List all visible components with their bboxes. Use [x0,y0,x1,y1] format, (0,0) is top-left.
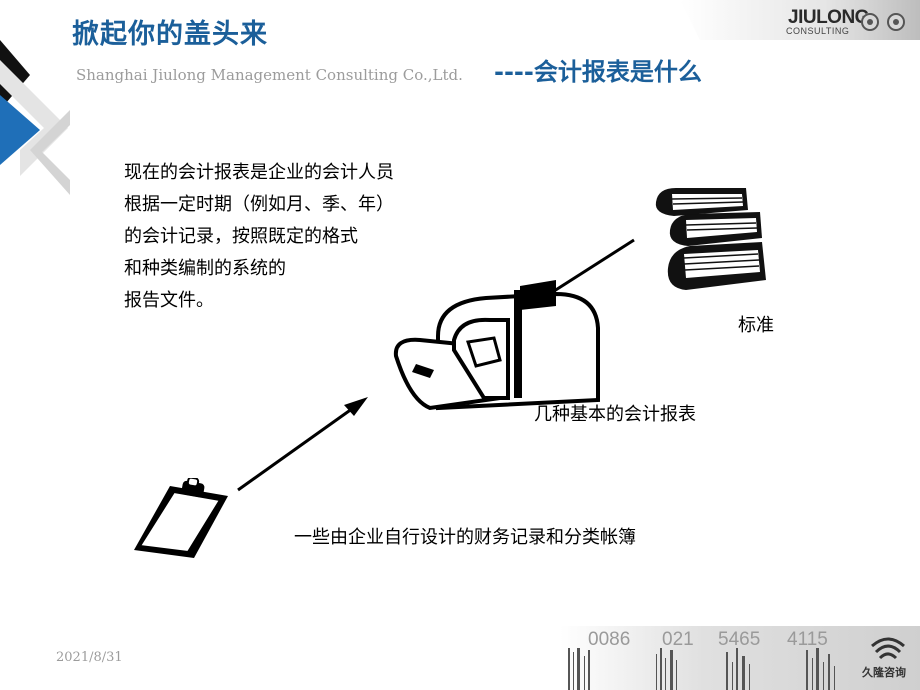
description-line: 报告文件。 [124,290,214,311]
description-text: 现在的会计报表是企业的会计人员 根据一定时期（例如月、季、年） 的会计记录，按照… [124,157,484,317]
label-reports: 几种基本的会计报表 [534,404,696,425]
clipboard-icon [134,478,228,558]
phone-part: 5465 [718,629,761,650]
label-standard: 标准 [738,315,774,336]
label-records: 一些由企业自行设计的财务记录和分类帐簿 [294,527,636,548]
footer-logo-icon [871,637,905,660]
company-name: Shanghai Jiulong Management Consulting C… [76,66,463,84]
phone-part: 0086 [588,629,631,650]
phone-part: 021 [662,629,694,650]
barcode-icon [568,648,835,690]
description-line: 根据一定时期（例如月、季、年） [124,194,394,215]
arrow-icon [237,404,357,492]
logo-name: JIULONG [788,7,869,28]
logo-circles-icon [861,13,905,31]
description-line: 现在的会计报表是企业的会计人员 [124,162,394,183]
mailbox-icon [393,280,600,411]
page-subtitle: ----会计报表是什么 [494,58,702,86]
phone-part: 4115 [787,629,828,650]
page-title: 掀起你的盖头来 [72,19,268,50]
logo-sub: CONSULTING [786,26,850,36]
description-line: 和种类编制的系统的 [124,258,286,279]
description-line: 的会计记录，按照既定的格式 [124,226,358,247]
footer-logo-text: 久隆咨询 [862,666,906,679]
footer-date: 2021/8/31 [56,650,123,665]
books-icon [655,188,766,290]
